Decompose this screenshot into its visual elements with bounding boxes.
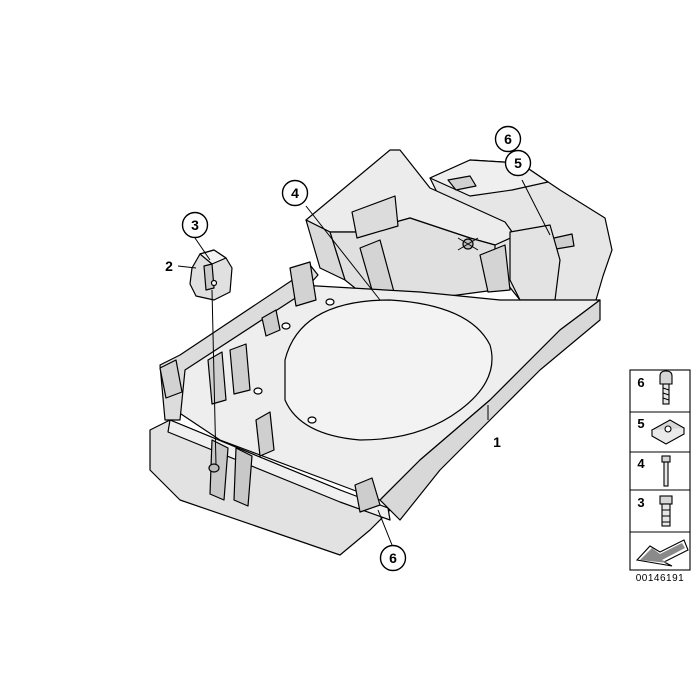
- tunnel-left-wall: [305, 219, 346, 281]
- leader-3: [194, 237, 211, 261]
- label-2: 2: [165, 258, 173, 274]
- callout-6-top-label: 6: [504, 131, 512, 147]
- left-upright: [289, 261, 317, 307]
- part-number: 00146191: [635, 573, 685, 584]
- callout-5-label: 5: [514, 155, 522, 171]
- hole-3: [325, 298, 335, 306]
- legend-item-3: 3: [637, 495, 644, 510]
- callout-6-bottom-label: 6: [389, 550, 397, 566]
- callout-3-label: 3: [191, 217, 199, 233]
- callout-6-bottom: 6: [379, 544, 407, 572]
- right-wall-rear: [509, 224, 561, 301]
- right-side-wall: [379, 299, 601, 521]
- legend-arrow-icon: [635, 539, 689, 567]
- callout-6-top: 6: [494, 125, 522, 153]
- legend-box: [629, 369, 691, 571]
- left-rib-1: [207, 351, 227, 405]
- right-corner-post: [354, 477, 381, 513]
- legend-item-4: 4: [637, 456, 645, 471]
- hole-1: [253, 387, 263, 395]
- left-front-lug: [159, 359, 183, 399]
- label-1: 1: [493, 434, 501, 450]
- callout-4-label: 4: [291, 185, 299, 201]
- front-lip-top: [167, 419, 391, 521]
- rear-clip-opening: [447, 175, 477, 191]
- leader-bracket-to-hole: [211, 289, 217, 466]
- boss-spokes: [457, 237, 479, 251]
- left-rib-2: [229, 343, 251, 395]
- front-rib-2: [233, 447, 253, 507]
- legend-rivet-icon: [661, 455, 671, 487]
- rear-tray-part: [149, 149, 613, 556]
- legend-screw-icon: [659, 370, 673, 405]
- callout-3: 3: [181, 211, 209, 239]
- hole-4: [281, 322, 291, 330]
- leader-2: [177, 265, 197, 269]
- floor-recess: [284, 299, 493, 441]
- bracket-part: [189, 249, 233, 301]
- leader-lines: [177, 149, 551, 546]
- callout-4: 4: [281, 179, 309, 207]
- leader-4: [305, 205, 381, 301]
- tunnel-rib: [351, 195, 399, 239]
- left-clip-tab: [261, 309, 281, 337]
- hole-2: [307, 416, 317, 424]
- front-rib-3: [255, 411, 275, 457]
- leader-5: [521, 179, 551, 236]
- leader-6-bottom: [377, 509, 393, 546]
- legend-spacer-icon: [659, 495, 673, 527]
- hole-5: [208, 463, 220, 473]
- legend-item-6: 6: [637, 375, 644, 390]
- tunnel-rib-3: [479, 244, 511, 293]
- legend-clip-nut-icon: [650, 419, 686, 445]
- callout-5: 5: [504, 149, 532, 177]
- legend-item-5: 5: [637, 416, 644, 431]
